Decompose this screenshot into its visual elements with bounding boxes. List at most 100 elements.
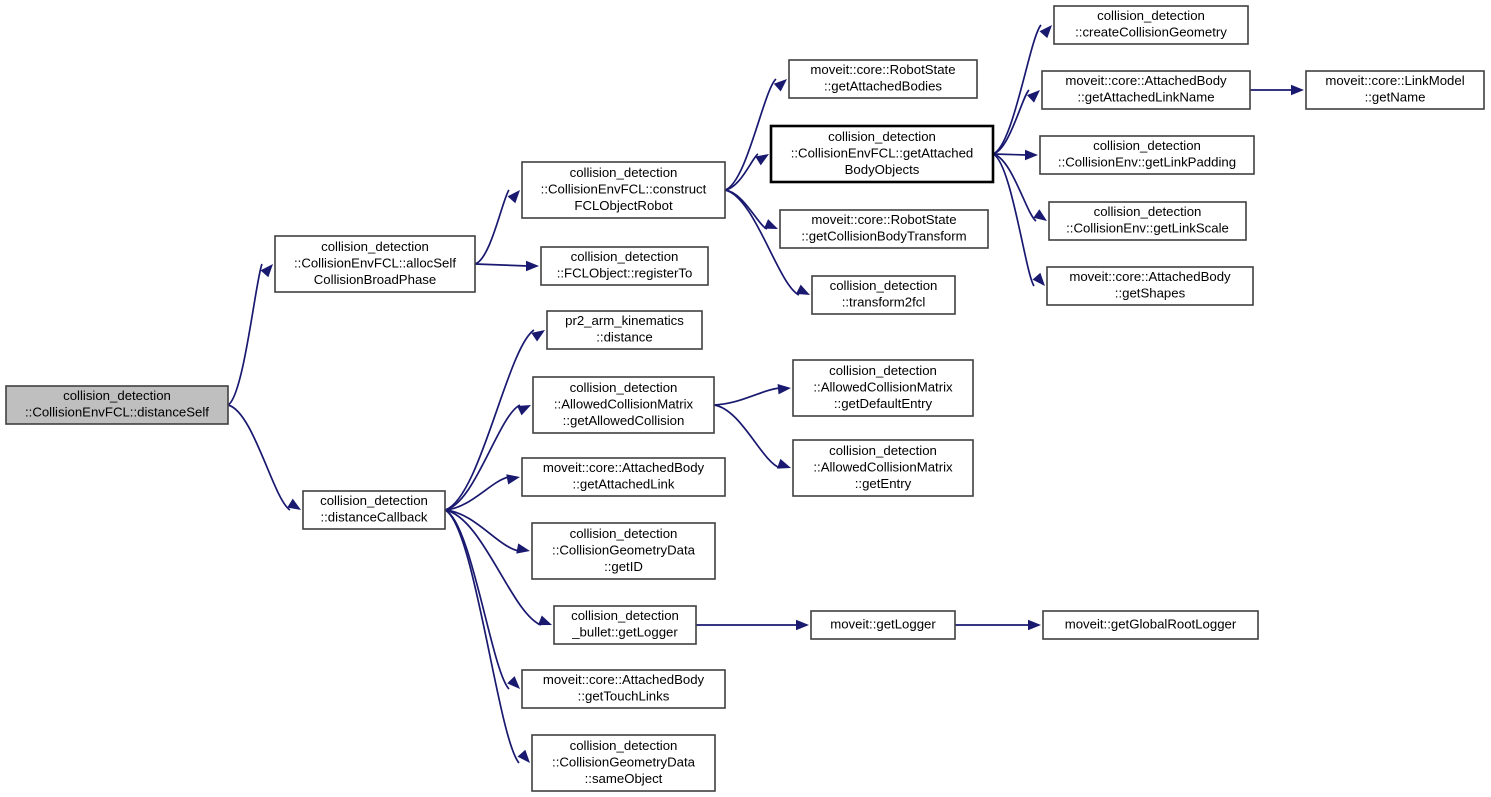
node-label-line: ::AllowedCollisionMatrix: [813, 379, 953, 394]
graph-node-bullet_getLogger[interactable]: collision_detection_bullet::getLogger: [553, 605, 697, 645]
node-box: [531, 522, 716, 580]
node-box: [1053, 5, 1249, 45]
node-label-line: ::getCollisionBodyTransform: [801, 229, 966, 244]
edge-line: [474, 189, 510, 265]
graph-node-sameObject[interactable]: collision_detection::CollisionGeometryDa…: [531, 734, 716, 792]
node-label-line: ::getEntry: [855, 476, 912, 491]
graph-node-getGlobalRootLogger[interactable]: moveit::getGlobalRootLogger: [1042, 610, 1259, 640]
node-box: [1041, 70, 1251, 110]
edge-line: [444, 509, 520, 764]
node-label-line: moveit::core::AttachedBody: [543, 460, 705, 475]
edge-line: [992, 89, 1030, 155]
node-label-line: collision_detection: [1093, 138, 1201, 153]
node-label-line: collision_detection: [570, 526, 678, 541]
node-label-line: ::getAttachedBodies: [824, 79, 942, 94]
graph-node-getAllowedCollision[interactable]: collision_detection::AllowedCollisionMat…: [532, 376, 715, 434]
node-box: [553, 605, 697, 645]
edge-arrowhead: [537, 615, 552, 626]
edge-arrowhead: [777, 458, 791, 469]
graph-node-getName[interactable]: moveit::core::LinkModel::getName: [1305, 70, 1485, 110]
graph-node-transform2fcl[interactable]: collision_detection::transform2fcl: [811, 275, 956, 315]
graph-node-getLinkScale[interactable]: collision_detection::CollisionEnv::getLi…: [1048, 201, 1247, 241]
graph-node-getCollisionBodyTransform[interactable]: moveit::core::RobotState::getCollisionBo…: [779, 209, 989, 249]
graph-edge-getAttachedLinkName-to-getName: [1250, 84, 1304, 96]
graph-edge-getAttachedBodyObjects-to-getShapes: [992, 153, 1045, 287]
graph-edge-constructFCLObjectRobot-to-getAttachedBodies: [724, 78, 787, 191]
node-label-line: moveit::core::AttachedBody: [543, 672, 705, 687]
node-label-line: ::CollisionGeometryData: [552, 754, 696, 769]
edge-line: [724, 189, 768, 230]
node-label-line: collision_detection: [570, 165, 678, 180]
node-box: [521, 161, 726, 219]
graph-edge-getAttachedBodyObjects-to-getAttachedLinkName: [992, 89, 1040, 155]
node-label-line: moveit::core::RobotState: [810, 62, 955, 77]
graph-edge-getAttachedBodyObjects-to-createCollisionGeometry: [992, 24, 1052, 155]
graph-edge-moveit_getLogger-to-getGlobalRootLogger: [955, 619, 1041, 631]
edge-line: [992, 153, 1035, 287]
node-box: [521, 457, 726, 497]
edge-arrowhead: [1033, 209, 1047, 221]
graph-node-getAttachedBodyObjects[interactable]: collision_detection::CollisionEnvFCL::ge…: [769, 124, 995, 184]
node-label-line: ::getTouchLinks: [578, 689, 670, 704]
graph-edge-distanceSelf-to-allocSelfCollisionBroadPhase: [227, 263, 273, 406]
graph-node-getID[interactable]: collision_detection::CollisionGeometryDa…: [531, 522, 716, 580]
graph-node-getLinkPadding[interactable]: collision_detection::CollisionEnv::getLi…: [1039, 135, 1255, 175]
node-label-line: ::CollisionEnvFCL::construct: [541, 181, 707, 196]
node-box: [811, 275, 956, 315]
node-label-line: ::CollisionEnvFCL::allocSelf: [294, 255, 456, 270]
graph-node-getDefaultEntry[interactable]: collision_detection::AllowedCollisionMat…: [792, 359, 974, 417]
graph-edge-constructFCLObjectRobot-to-getCollisionBodyTransform: [724, 189, 778, 230]
node-label-line: ::CollisionEnv::getLinkPadding: [1058, 155, 1236, 170]
edge-arrowhead: [507, 190, 520, 204]
graph-node-pr2_distance[interactable]: pr2_arm_kinematics::distance: [546, 310, 703, 350]
node-box: [274, 235, 476, 293]
node-label-line: collision_detection: [571, 608, 679, 623]
node-label-line: moveit::core::RobotState: [811, 212, 956, 227]
graph-edge-distanceCallback-to-bullet_getLogger: [444, 509, 552, 626]
edge-line: [444, 404, 521, 511]
node-box: [1046, 266, 1254, 306]
edge-arrowhead: [260, 264, 273, 278]
graph-node-allocSelfCollisionBroadPhase[interactable]: collision_detection::CollisionEnvFCL::al…: [274, 235, 476, 293]
node-label-line: ::CollisionEnv::getLinkScale: [1066, 221, 1229, 236]
node-label-line: collision_detection: [828, 129, 936, 144]
edge-line: [444, 476, 510, 511]
edge-arrowhead: [1039, 25, 1052, 39]
graph-edge-distanceCallback-to-sameObject: [444, 509, 530, 764]
edge-arrowhead: [506, 474, 520, 485]
graph-node-distanceSelf[interactable]: collision_detection::CollisionEnvFCL::di…: [5, 385, 229, 425]
graph-edge-distanceCallback-to-getAttachedLink: [444, 474, 520, 511]
graph-node-createCollisionGeometry[interactable]: collision_detection::createCollisionGeom…: [1053, 5, 1249, 45]
graph-node-distanceCallback[interactable]: collision_detection::distanceCallback: [302, 490, 446, 530]
edge-line: [227, 404, 291, 511]
edge-arrowhead: [287, 498, 301, 510]
graph-node-getShapes[interactable]: moveit::core::AttachedBody::getShapes: [1046, 266, 1254, 306]
node-label-line: moveit::core::AttachedBody: [1069, 269, 1231, 284]
graph-node-getAttachedBodies[interactable]: moveit::core::RobotState::getAttachedBod…: [788, 59, 978, 99]
graph-node-moveit_getLogger[interactable]: moveit::getLogger: [810, 610, 956, 640]
node-label-line: collision_detection: [829, 363, 937, 378]
node-label-line: ::getDefaultEntry: [834, 396, 933, 411]
graph-node-getAttachedLink[interactable]: moveit::core::AttachedBody::getAttachedL…: [521, 457, 726, 497]
edge-arrowhead: [517, 749, 530, 763]
graph-node-getTouchLinks[interactable]: moveit::core::AttachedBody::getTouchLink…: [521, 669, 726, 709]
graph-node-registerTo[interactable]: collision_detection::FCLObject::register…: [540, 246, 709, 286]
graph-node-constructFCLObjectRobot[interactable]: collision_detection::CollisionEnvFCL::co…: [521, 161, 726, 219]
node-box: [5, 385, 229, 425]
node-box: [1305, 70, 1485, 110]
node-label-line: ::getAllowedCollision: [563, 413, 685, 428]
node-box: [769, 124, 995, 184]
node-label-line: moveit::core::LinkModel: [1325, 73, 1464, 88]
node-box: [792, 359, 974, 417]
node-label-line: collision_detection: [63, 388, 171, 403]
edge-line: [444, 509, 520, 552]
graph-edge-constructFCLObjectRobot-to-transform2fcl: [724, 189, 810, 296]
edge-arrowhead: [796, 619, 809, 631]
node-label-line: ::getAttachedLinkName: [1077, 90, 1214, 105]
edge-arrowhead: [517, 405, 531, 416]
edge-line: [724, 78, 777, 191]
graph-node-getEntry[interactable]: collision_detection::AllowedCollisionMat…: [792, 439, 974, 497]
node-box: [1042, 610, 1259, 640]
graph-node-getAttachedLinkName[interactable]: moveit::core::AttachedBody::getAttachedL…: [1041, 70, 1251, 110]
edge-arrowhead: [1291, 84, 1304, 96]
